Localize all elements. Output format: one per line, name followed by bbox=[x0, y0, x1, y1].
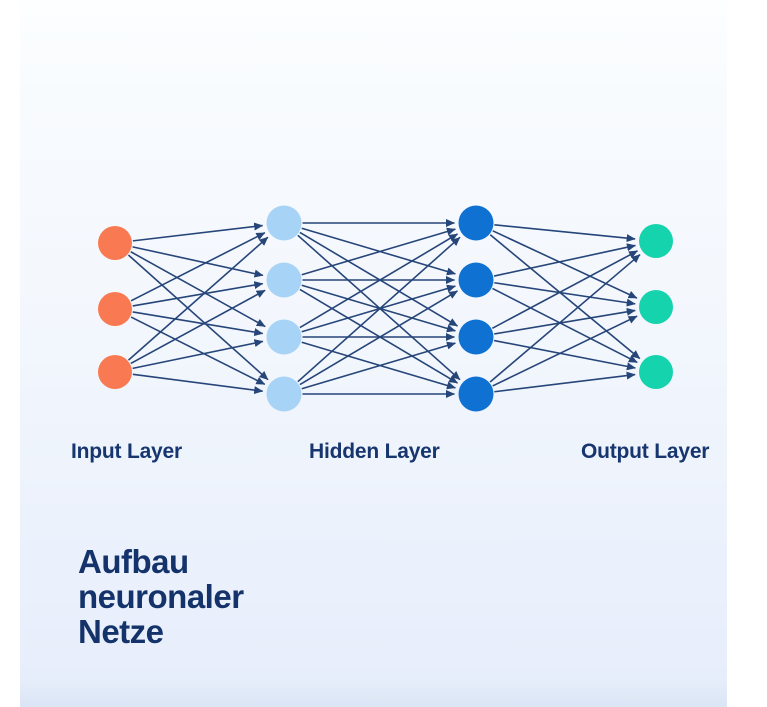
output-layer-label: Output Layer bbox=[581, 440, 710, 463]
connection-arrow bbox=[301, 227, 456, 276]
hidden-layer-2-node-1 bbox=[458, 205, 494, 241]
connection-arrow bbox=[494, 307, 636, 335]
connection-arrow bbox=[301, 341, 456, 390]
connection-arrow bbox=[132, 373, 264, 395]
connection-arrow bbox=[297, 236, 461, 383]
connection-arrow bbox=[491, 250, 638, 330]
output-layer-node-3 bbox=[639, 355, 673, 389]
connection-edges bbox=[127, 219, 641, 398]
connection-arrow bbox=[299, 290, 458, 386]
poster-title-line-1: Aufbau bbox=[78, 543, 189, 580]
connection-arrow bbox=[494, 339, 636, 371]
hidden-layer-label: Hidden Layer bbox=[309, 440, 440, 463]
input-layer-node-1 bbox=[98, 226, 132, 260]
input-layer-node-3 bbox=[98, 355, 132, 389]
connection-arrow bbox=[132, 246, 264, 278]
connection-arrow bbox=[127, 236, 269, 361]
connection-arrow bbox=[299, 233, 458, 329]
connection-arrow bbox=[492, 230, 638, 299]
connection-arrow bbox=[130, 251, 266, 328]
connection-arrow bbox=[492, 315, 638, 387]
connection-arrow bbox=[494, 224, 636, 243]
connection-arrow bbox=[130, 289, 266, 365]
connection-arrow bbox=[494, 281, 636, 307]
hidden-layer-2-node-4 bbox=[458, 376, 494, 412]
connection-arrow bbox=[494, 371, 636, 393]
connection-arrow bbox=[301, 341, 456, 390]
connection-arrow bbox=[301, 227, 456, 276]
connection-arrow bbox=[301, 284, 456, 333]
input-layer-label: Input Layer bbox=[71, 440, 182, 463]
hidden-layer-1-node-1 bbox=[266, 205, 302, 241]
connection-arrow bbox=[489, 234, 641, 360]
connection-arrow bbox=[493, 243, 636, 277]
poster-title-line-3: Netze bbox=[78, 613, 164, 650]
hidden-layer-2-node-2 bbox=[458, 262, 494, 298]
poster-title: Aufbau neuronaler Netze bbox=[78, 544, 244, 649]
connection-arrow bbox=[132, 311, 264, 337]
poster-title-line-2: neuronaler bbox=[78, 578, 244, 615]
hidden-layer-1-node-4 bbox=[266, 376, 302, 412]
connection-arrow bbox=[130, 316, 266, 386]
connection-arrow bbox=[132, 222, 264, 242]
connection-arrow bbox=[132, 339, 264, 370]
gradient-artboard bbox=[20, 0, 727, 707]
connection-arrow bbox=[489, 253, 641, 383]
connection-arrow bbox=[492, 287, 638, 364]
connection-arrow bbox=[127, 254, 269, 381]
connection-arrow bbox=[130, 232, 266, 302]
output-layer-node-1 bbox=[639, 224, 673, 258]
input-layer-node-2 bbox=[98, 292, 132, 326]
hidden-layer-2-node-3 bbox=[458, 319, 494, 355]
neuron-nodes bbox=[98, 205, 673, 412]
hidden-layer-1-node-2 bbox=[266, 262, 302, 298]
connection-arrow bbox=[132, 281, 264, 307]
output-layer-node-2 bbox=[639, 290, 673, 324]
hidden-layer-1-node-3 bbox=[266, 319, 302, 355]
